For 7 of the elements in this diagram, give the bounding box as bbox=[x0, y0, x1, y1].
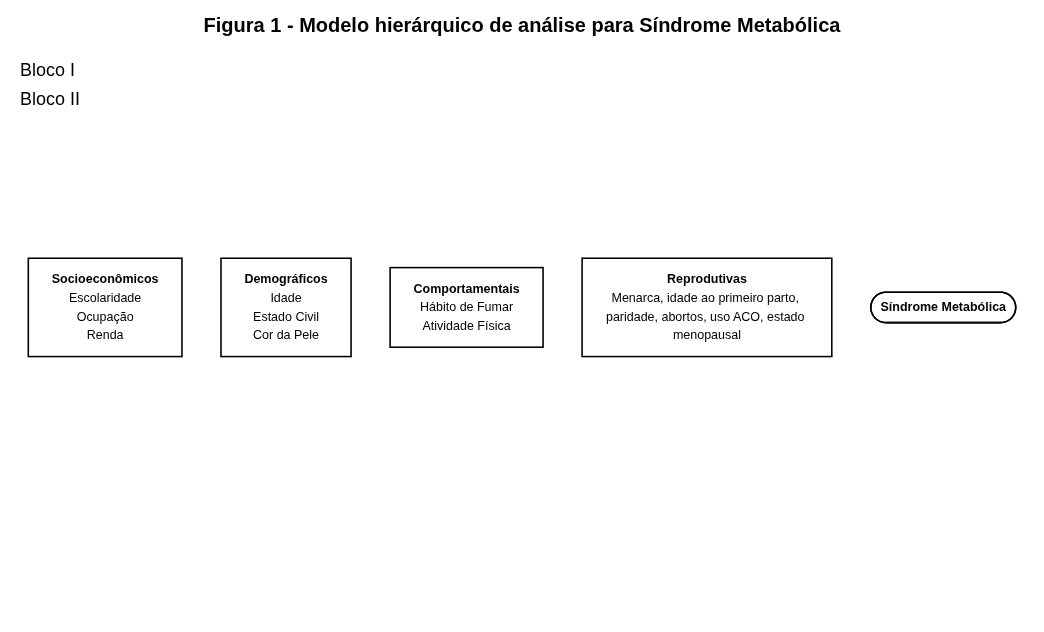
node-box: Socioeconômicos Escolaridade Ocupação Renda bbox=[27, 257, 183, 357]
node-box: Demográficos Idade Estado Civil Cor da Pele bbox=[220, 257, 352, 357]
node-box: Comportamentais Hábito de Fumar Atividade Física bbox=[389, 266, 544, 348]
node-box: Reprodutivas Menarca, idade ao primeiro parto, paridade, abortos, uso ACO, estado menopausal bbox=[581, 257, 833, 357]
figure-title: Figura 1 - Modelo hierárquico de análise para Síndrome Metabólica bbox=[202, 14, 842, 37]
block-label: Bloco II bbox=[20, 89, 81, 110]
block-label: Bloco I bbox=[20, 60, 77, 81]
